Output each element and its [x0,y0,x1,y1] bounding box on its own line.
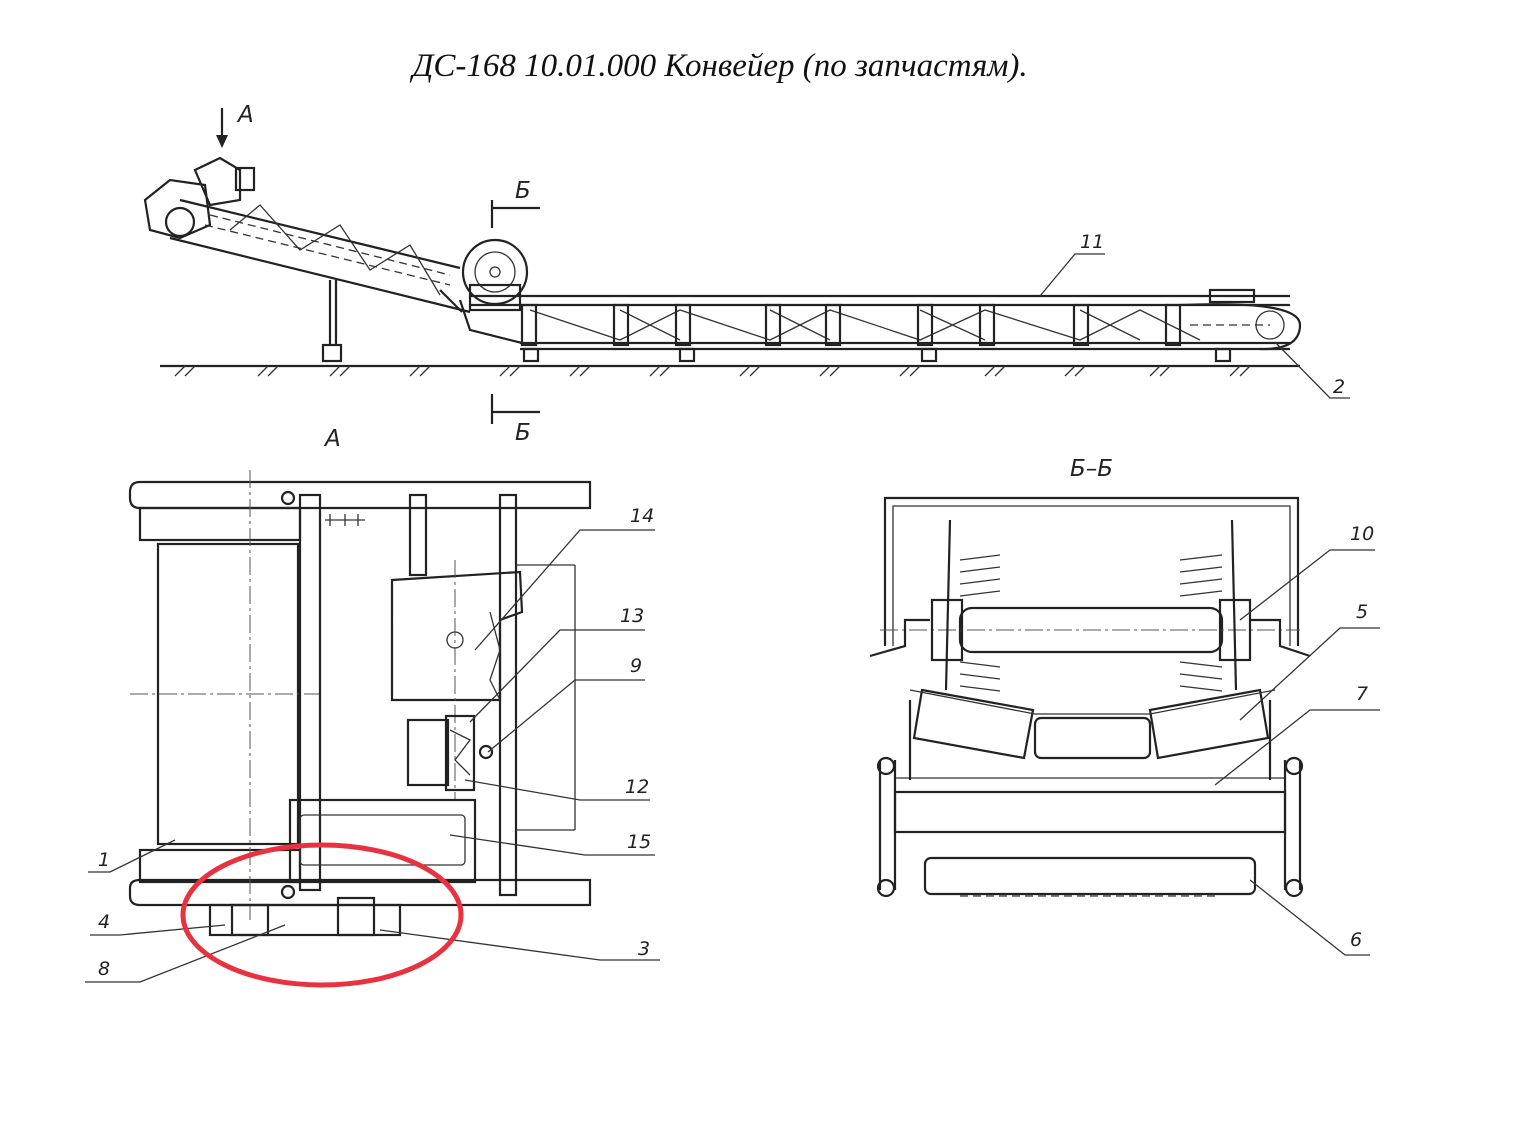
callout-12: 12 [625,776,649,798]
side-view: Б Б А [143,102,1350,446]
drive-drum [461,238,529,312]
section-bb-label: Б–Б [1070,456,1113,482]
section-mark-b: Б Б [490,178,540,446]
view-arrow-a: А [216,102,254,148]
callout-7: 7 [1356,683,1368,705]
callout-11: 11 [1080,231,1104,253]
callout-2: 2 [1333,376,1345,398]
drawing-title: ДС-168 10.01.000 Конвейер (по запчастям)… [412,48,1028,84]
callout-3: 3 [638,938,650,960]
callout-15: 15 [627,831,651,853]
callout-10: 10 [1350,523,1374,545]
detail-a-label: А [323,426,341,452]
callout-labels: 1 2 3 4 5 6 7 8 9 10 11 12 13 14 15 [98,231,1374,980]
callout-13: 13 [620,605,644,627]
view-a-arrow-label: А [236,102,254,128]
callout-14: 14 [630,505,654,527]
callout-8: 8 [98,958,110,980]
callout-1: 1 [98,849,110,871]
detail-view-a: А [85,426,660,983]
callout-5: 5 [1356,601,1368,623]
callout-6: 6 [1350,929,1362,951]
inclined-conveyor [143,156,531,363]
section-b-top-label: Б [515,178,531,204]
callout-9: 9 [630,655,642,677]
callout-4: 4 [98,911,110,933]
section-b-bottom-label: Б [515,420,531,446]
horizontal-truss [470,288,1302,363]
highlight-ellipse [180,842,464,988]
section-view-bb: Б–Б [869,456,1380,956]
